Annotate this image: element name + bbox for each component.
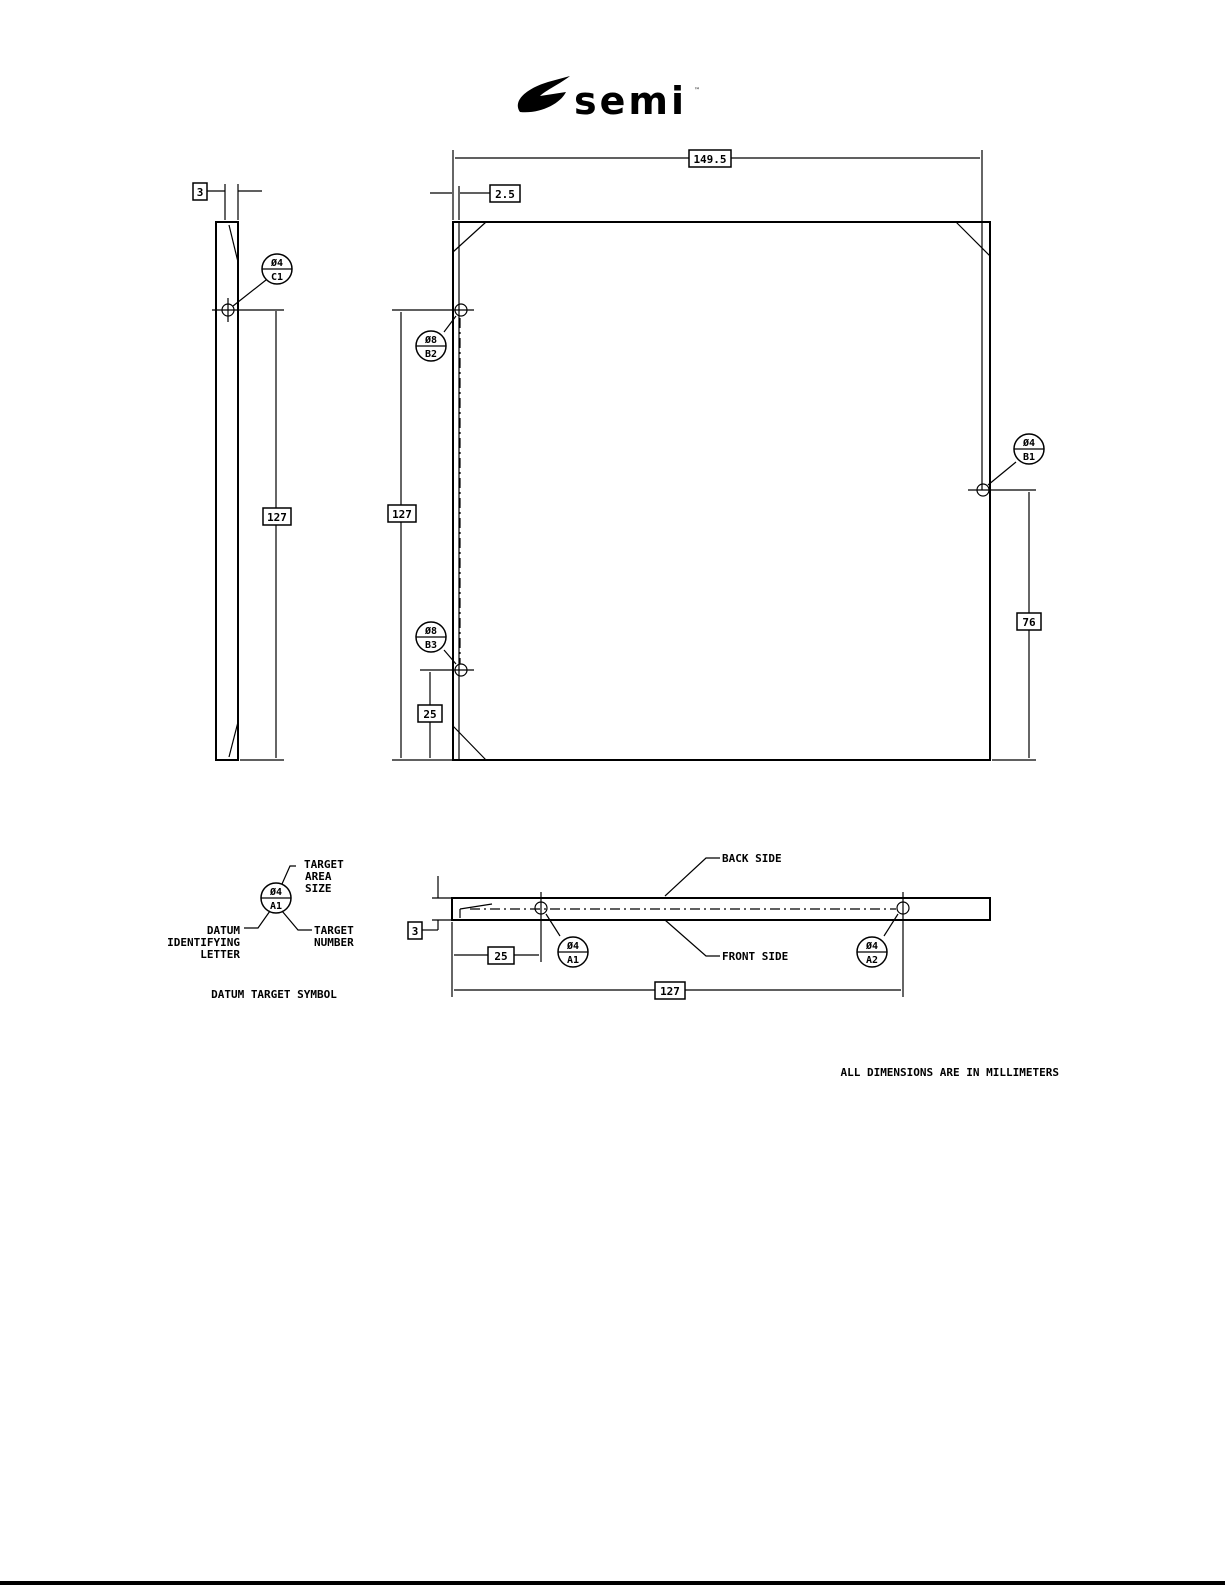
legend-title: DATUM TARGET SYMBOL [211,988,337,1001]
front-side-leader [665,920,720,956]
side-target-c1-symbol: Ø4 C1 [262,254,292,284]
page-bottom-rule [0,1581,1225,1585]
svg-text:B2: B2 [425,349,437,360]
svg-text:Ø4: Ø4 [1022,437,1035,449]
bottom-target-a1-symbol: Ø4 A1 [558,937,588,967]
side-thickness-label: 3 [197,186,204,199]
svg-text:Ø4: Ø4 [865,940,878,952]
back-side-label: BACK SIDE [722,852,782,865]
legend-area-line3: SIZE [305,882,332,895]
side-chamfer-bottom [229,722,238,757]
datum-legend: Ø4 A1 TARGET AREA SIZE DATUM IDENTIFYING… [167,858,354,1001]
semi-logo: semi ™ [518,76,700,123]
front-width-label: 149.5 [693,153,726,166]
front-target-b1-symbol: Ø4 B1 [1014,434,1044,464]
bottom-target-a2-leader [884,914,898,936]
side-view: 3 Ø4 C1 127 [193,183,292,760]
svg-text:Ø4: Ø4 [269,886,282,898]
front-target-b3-symbol: Ø8 B3 [416,622,446,652]
side-height-label: 127 [267,511,287,524]
bottom-target-a1-leader [546,914,560,936]
svg-text:A2: A2 [866,955,878,966]
back-side-leader [665,858,720,896]
svg-text:Ø4: Ø4 [566,940,579,952]
bottom-view: 3 Ø4 A1 Ø4 A2 25 127 BACK SIDE [408,852,990,999]
legend-leader-letter [244,911,270,928]
svg-text:A1: A1 [567,955,579,966]
front-chamfer-tl [453,222,486,252]
svg-text:B3: B3 [425,640,437,651]
front-offset-label: 2.5 [495,188,515,201]
front-chamfer-bl [453,726,486,760]
svg-text:A1: A1 [270,901,282,912]
svg-text:Ø4: Ø4 [270,257,283,269]
legend-number-line2: NUMBER [314,936,354,949]
legend-target-symbol: Ø4 A1 [261,883,291,913]
bottom-chamfer [460,904,492,909]
legend-letter-line3: LETTER [200,948,240,961]
front-target-b2-symbol: Ø8 B2 [416,331,446,361]
front-bottom-offset-label: 25 [423,708,436,721]
side-plate-outline [216,222,238,760]
front-plate-outline [453,222,990,760]
front-target-b2-leader [444,316,456,332]
logo-trademark: ™ [694,87,700,94]
legend-leader-area [282,866,296,884]
bottom-length-label: 127 [660,985,680,998]
front-left-height-label: 127 [392,508,412,521]
legend-leader-number [282,911,312,930]
units-note: ALL DIMENSIONS ARE IN MILLIMETERS [840,1066,1059,1079]
bottom-offset-label: 25 [494,950,507,963]
bottom-thickness-label: 3 [412,925,419,938]
front-target-b1-leader [988,462,1016,485]
svg-text:Ø8: Ø8 [424,334,437,346]
front-view: 149.5 2.5 Ø8 B2 127 Ø8 B3 [388,150,1044,760]
front-side-label: FRONT SIDE [722,950,788,963]
logo-text: semi [574,79,687,123]
front-target-b3-leader [444,650,456,664]
svg-text:Ø8: Ø8 [424,625,437,637]
svg-text:B1: B1 [1023,452,1035,463]
front-chamfer-tr [956,222,990,256]
bottom-target-a2-symbol: Ø4 A2 [857,937,887,967]
side-chamfer-top [229,225,238,262]
svg-text:C1: C1 [271,272,283,283]
front-right-height-label: 76 [1022,616,1036,629]
